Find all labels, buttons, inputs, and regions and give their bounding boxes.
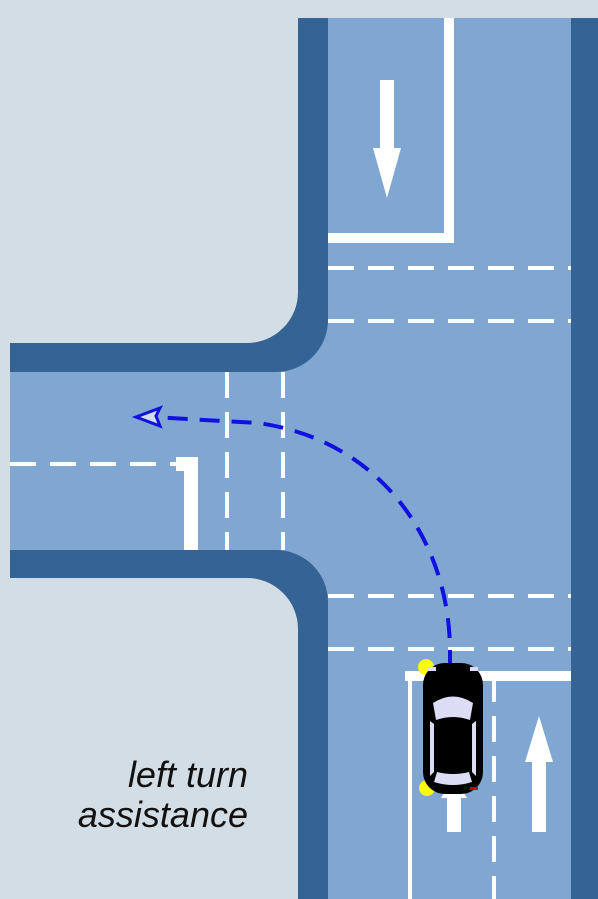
headlight [470, 667, 478, 671]
trajectory-arrowhead-icon [131, 405, 164, 429]
side-window [472, 721, 476, 776]
caption-line-2: assistance [77, 794, 248, 835]
arrow-down-icon [373, 80, 401, 198]
headlight [428, 667, 436, 671]
side-window [430, 721, 434, 776]
upper-stop-line [328, 18, 454, 243]
taillight [470, 787, 478, 790]
arrow-up-icon [525, 716, 553, 832]
caption: left turn assistance [78, 755, 248, 835]
left-turn-trajectory [151, 415, 452, 670]
windshield [433, 696, 473, 720]
side-stop-line [176, 457, 198, 550]
car-top-view-icon [418, 659, 483, 796]
rear-window [434, 772, 472, 785]
caption-line-1: left turn [127, 754, 248, 795]
